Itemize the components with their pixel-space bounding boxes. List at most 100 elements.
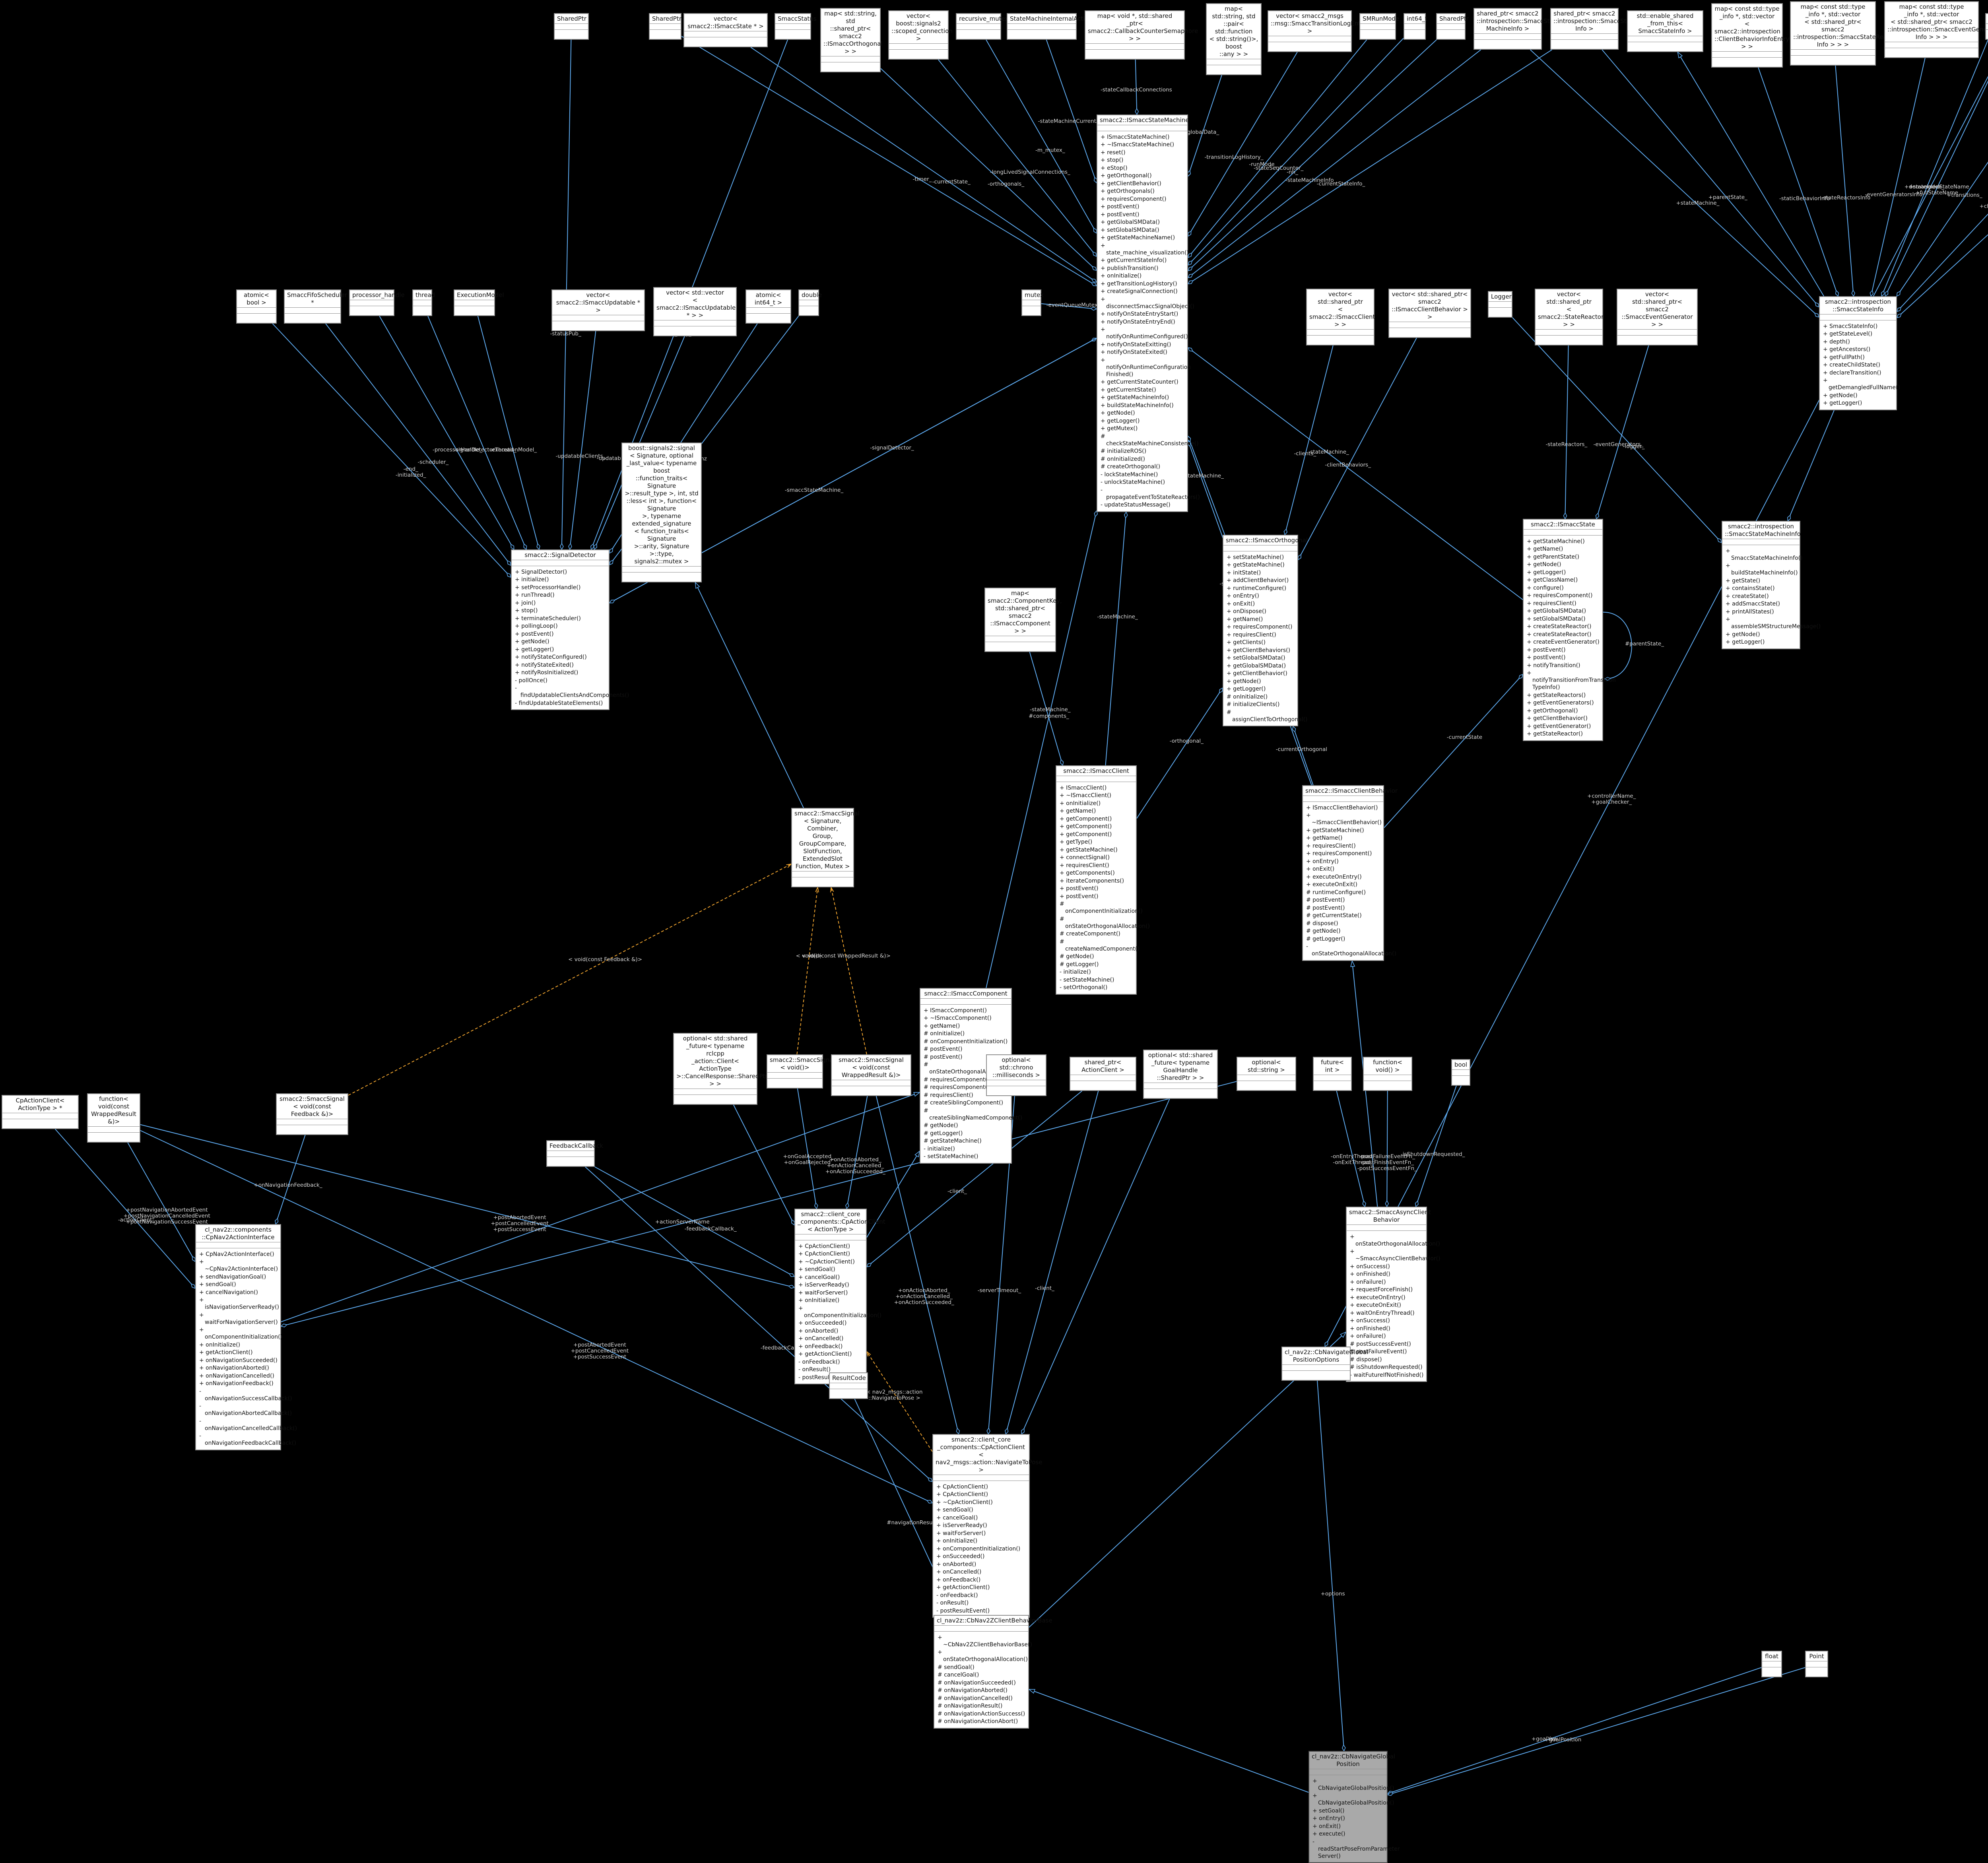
member-row: # sendGoal() [938, 1664, 1026, 1671]
class-title: function< void() > [1364, 1058, 1411, 1075]
class-node-SMInfoBox[interactable]: smacc2::introspection::SmaccStateMachine… [1722, 521, 1800, 649]
class-title: std::enable_shared_from_this< SmaccState… [1628, 11, 1703, 36]
class-node-optCancel[interactable]: optional< std::shared_future< typename r… [673, 1033, 757, 1105]
class-node-vecState[interactable]: vector< smacc2::ISmaccState * > [683, 13, 768, 47]
class-node-sigWR[interactable]: smacc2::SmaccSignal< void(const WrappedR… [831, 1054, 911, 1096]
class-node-SignalDetector[interactable]: smacc2::SignalDetector+ SignalDetector()… [511, 549, 610, 710]
members-compartment [830, 1389, 867, 1398]
member-row: + requiresComponent() [1227, 623, 1295, 631]
class-node-smaccStatus[interactable]: SmaccStatus [775, 13, 811, 40]
attributes-compartment [1404, 24, 1425, 30]
class-node-resultCode[interactable]: ResultCode [829, 1372, 868, 1399]
class-node-mutexBox[interactable]: mutex [1021, 289, 1041, 316]
class-node-smInternalAction[interactable]: StateMachineInternalAction [1007, 13, 1077, 40]
class-node-sp2[interactable]: SharedPtr [649, 13, 681, 40]
member-row: # cancelGoal() [938, 1671, 1026, 1679]
class-node-atomInt64[interactable]: atomic< int64_t > [746, 289, 791, 324]
class-node-mapEG[interactable]: map< const std::type_info *, std::vector… [1884, 1, 1979, 58]
class-node-int64[interactable]: int64_t [1404, 13, 1426, 40]
class-node-optMs[interactable]: optional< std::chrono::milliseconds > [986, 1054, 1046, 1096]
class-title: optional< std::shared_future< typename G… [1144, 1050, 1217, 1083]
attributes-compartment [1314, 1075, 1351, 1081]
class-node-CbNav2ZBase[interactable]: cl_nav2z::CbNav2ZClientBehaviorBase+ ~Cb… [934, 1615, 1029, 1729]
class-title: vector< smacc2_msgs::msg::SmaccTransitio… [1268, 11, 1351, 36]
class-node-atomBool[interactable]: atomic< bool > [236, 289, 277, 324]
class-node-SmaccStateInfo[interactable]: smacc2::introspection::SmaccStateInfo+ S… [1819, 296, 1897, 410]
class-node-pointBox[interactable]: Point [1805, 1651, 1828, 1677]
class-node-recMutex[interactable]: recursive_mutex [956, 13, 1001, 40]
class-node-mapComp[interactable]: map< smacc2::ComponentKey,std::shared_pt… [984, 588, 1056, 652]
class-node-fbCallback[interactable]: FeedbackCallback [546, 1140, 595, 1167]
class-node-ISmaccStateMachine[interactable]: smacc2::ISmaccStateMachine+ ISmaccStateM… [1097, 114, 1188, 512]
class-node-intBox[interactable]: int [1985, 13, 1988, 40]
class-node-optGoalHandle[interactable]: optional< std::shared_future< typename G… [1143, 1050, 1218, 1099]
member-row: # getStateMachine() [924, 1137, 1009, 1145]
class-node-ISmaccState[interactable]: smacc2::ISmaccState+ getStateMachine()+ … [1523, 519, 1603, 741]
class-node-dblBox[interactable]: double [798, 289, 819, 316]
class-node-mapSR[interactable]: map< const std::type_info *, std::vector… [1790, 1, 1876, 66]
members-compartment [1628, 42, 1703, 51]
class-node-ISmaccOrthogonal[interactable]: smacc2::ISmaccOrthogonal+ setStateMachin… [1223, 535, 1298, 726]
class-node-vecClients[interactable]: vector< std::shared_ptr< smacc2::ISmaccC… [1306, 289, 1375, 345]
class-node-mapGlobal[interactable]: map< std::string, std::pair< std::functi… [1206, 3, 1262, 75]
class-node-procHandle[interactable]: processor_handle [349, 289, 394, 316]
class-node-optString[interactable]: optional< std::string > [1237, 1057, 1296, 1091]
class-node-SmaccSignalG[interactable]: smacc2::SmaccSignal< Signature, Combiner… [791, 808, 854, 887]
class-node-fnVoid[interactable]: function< void() > [1363, 1057, 1412, 1091]
member-row: + getStateMachineInfo() [1101, 394, 1185, 401]
class-node-ISmaccClientBehavior[interactable]: smacc2::ISmaccClientBehavior+ ISmaccClie… [1302, 785, 1384, 961]
class-node-sigFb[interactable]: smacc2::SmaccSignal< void(const Feedback… [276, 1093, 348, 1135]
member-row: + getLogger() [1101, 417, 1185, 425]
class-node-ISmaccClient[interactable]: smacc2::ISmaccClient+ ISmaccClient()+ ~I… [1056, 765, 1137, 995]
class-node-mapOrth[interactable]: map< std::string, std::shared_ptr< smacc… [820, 8, 881, 72]
class-node-loggerBox[interactable]: Logger [1488, 291, 1512, 318]
class-node-sigVoid[interactable]: smacc2::SmaccSignal< void()> [767, 1054, 823, 1089]
member-row: + runtimeConfigure() [1227, 585, 1295, 592]
class-node-CpNav2ActionInterface[interactable]: cl_nav2z::components::CpNav2ActionInterf… [195, 1224, 281, 1450]
class-node-threadBox[interactable]: thread [412, 289, 432, 316]
class-node-CpActionClientNav[interactable]: smacc2::client_core_components::CpAction… [932, 1434, 1030, 1618]
member-row: + ~SmaccAsyncClientBehavior() [1350, 1248, 1424, 1262]
member-row: + sendNavigationGoal() [199, 1273, 278, 1281]
member-row: + notifyRosInitialized() [515, 669, 606, 676]
class-node-vecVecUpd[interactable]: vector< std::vector< smacc2::ISmaccUpdat… [653, 287, 737, 336]
attributes-compartment [1360, 24, 1395, 30]
class-node-enableShared[interactable]: std::enable_shared_from_this< SmaccState… [1627, 10, 1703, 52]
member-row: - onStateOrthogonalAllocation() [1306, 943, 1381, 957]
class-node-floatBox[interactable]: float [1761, 1651, 1782, 1677]
class-node-sp1[interactable]: SharedPtr [554, 13, 589, 40]
class-node-sp3[interactable]: SharedPtr [1436, 13, 1466, 40]
attributes-compartment [1223, 545, 1297, 551]
member-row: - initialize() [924, 1145, 1009, 1153]
class-node-smRunMode[interactable]: SMRunMode [1359, 13, 1396, 40]
class-node-futureInt[interactable]: future< int > [1313, 1057, 1352, 1091]
edge-label: -m_mutex_ [1035, 147, 1065, 153]
edge-label: -stateMachine_ [1097, 614, 1138, 620]
class-node-vecUpd[interactable]: vector< smacc2::ISmaccUpdatable * > [551, 289, 645, 331]
class-node-spClient[interactable]: shared_ptr< ActionClient > [1070, 1057, 1136, 1091]
class-node-fifoSched[interactable]: SmaccFifoScheduler * [284, 289, 341, 324]
class-node-spSMInfo[interactable]: shared_ptr< smacc2::introspection::Smacc… [1474, 8, 1542, 50]
attributes-compartment [237, 308, 276, 314]
class-node-mapSem[interactable]: map< void *, std::shared_ptr< smacc2::Ca… [1085, 10, 1185, 60]
class-node-spStateInfo[interactable]: shared_ptr< smacc2::introspection::Smacc… [1550, 8, 1619, 50]
class-node-vecSR[interactable]: vector< std::shared_ptr< smacc2::StateRe… [1535, 289, 1603, 345]
edge-spSMInfo-ISmaccStateMachine [1188, 50, 1481, 278]
member-row: + stop() [1101, 157, 1185, 164]
class-node-vecEG[interactable]: vector< std::shared_ptr< smacc2::SmaccEv… [1617, 289, 1698, 345]
attributes-compartment [622, 567, 701, 572]
class-title: smacc2::ISmaccClientBehavior [1303, 786, 1383, 796]
edge-label: -smaccStateMachine_ [785, 487, 843, 493]
class-node-boolBox[interactable]: bool [1451, 1059, 1470, 1086]
class-node-boostSignal[interactable]: boost::signals2::signal< Signature, opti… [621, 442, 702, 582]
class-node-cpacPtr[interactable]: CpActionClient< ActionType > * [2, 1095, 79, 1129]
class-node-execModel[interactable]: ExecutionModel [454, 289, 495, 316]
class-node-vecConn[interactable]: vector< boost::signals2::scoped_connecti… [888, 10, 949, 60]
class-node-mapCB[interactable]: map< const std::type_info *, std::vector… [1711, 3, 1783, 68]
class-node-vecCB[interactable]: vector< std::shared_ptr< smacc2::ISmaccC… [1388, 289, 1471, 338]
class-node-vecTransLog[interactable]: vector< smacc2_msgs::msg::SmaccTransitio… [1268, 10, 1352, 52]
class-node-CpActionClientG[interactable]: smacc2::client_core_components::CpAction… [794, 1209, 867, 1384]
